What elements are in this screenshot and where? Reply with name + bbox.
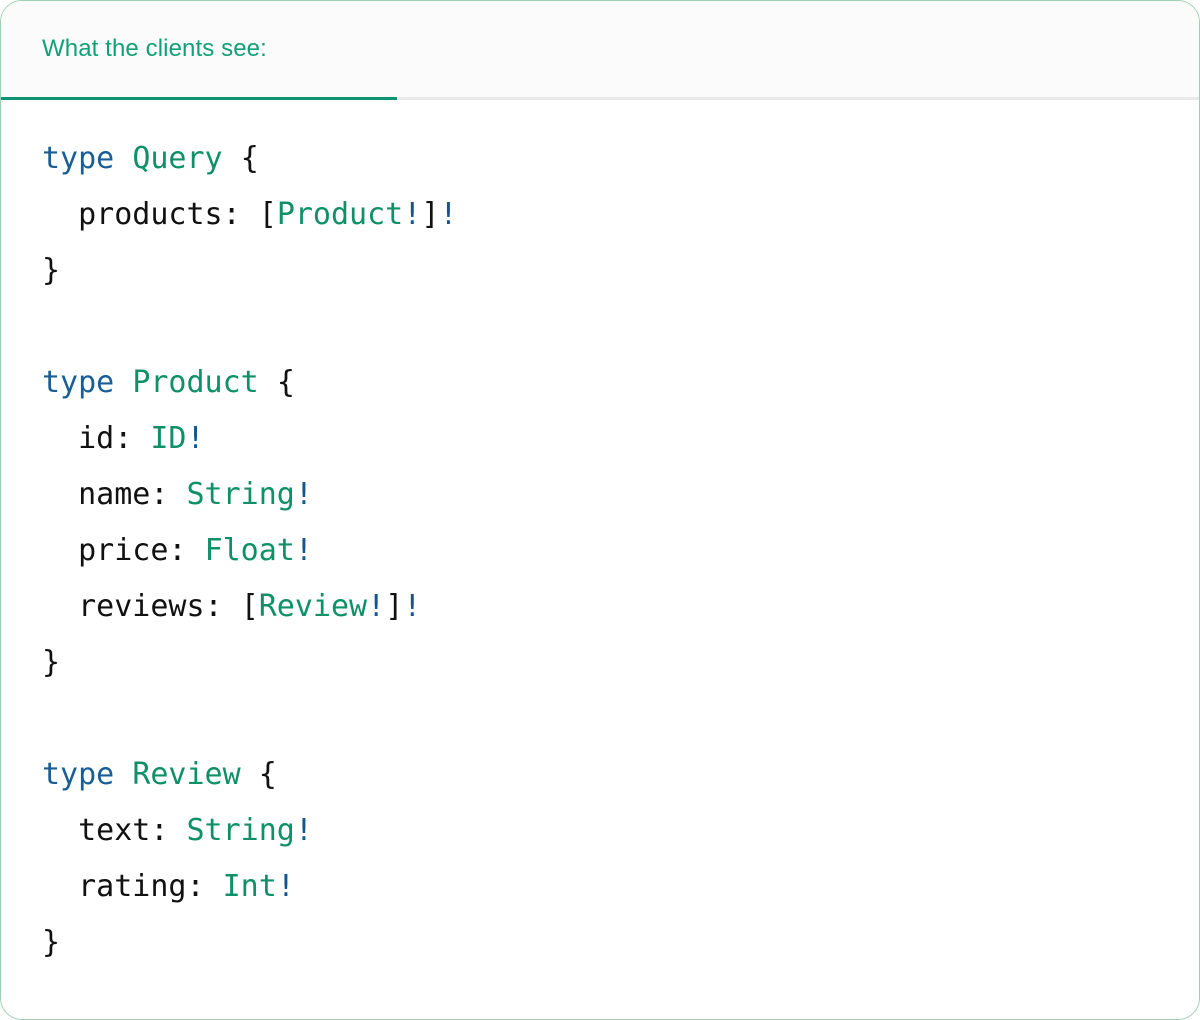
code-token-punct: }: [42, 645, 61, 680]
code-line: type Query {: [42, 131, 1199, 187]
code-token-punct: }: [42, 253, 61, 288]
code-token-punct: [: [258, 197, 277, 232]
code-token-field: price:: [78, 533, 187, 568]
code-token-punct: [223, 589, 241, 624]
code-token-bang: !: [294, 533, 313, 568]
code-token-punct: [42, 197, 78, 232]
code-token-punct: ]: [421, 197, 440, 232]
code-token-field: name:: [78, 477, 169, 512]
code-token-punct: [42, 813, 78, 848]
code-token-punct: [223, 141, 241, 176]
tab-bar: What the clients see:: [1, 1, 1199, 100]
code-token-punct: }: [42, 925, 61, 960]
code-token-field: reviews:: [78, 589, 223, 624]
code-token-type: Review: [258, 589, 368, 624]
code-lines: type Query { products: [Product!]! } typ…: [42, 131, 1199, 971]
code-token-type: ID: [150, 421, 187, 456]
code-token-punct: [42, 477, 78, 512]
code-line: reviews: [Review!]!: [42, 579, 1199, 635]
code-token-punct: {: [276, 365, 295, 400]
code-token-type: Product: [132, 365, 259, 400]
code-token-type: Float: [204, 533, 295, 568]
code-token-type: Int: [222, 869, 277, 904]
code-token-bang: !: [367, 589, 386, 624]
code-token-punct: [205, 869, 223, 904]
code-token-punct: [42, 589, 78, 624]
code-token-kw: type: [42, 757, 115, 792]
code-token-bang: !: [276, 869, 295, 904]
code-token-punct: [114, 141, 132, 176]
tab-what-the-clients-see[interactable]: What the clients see:: [1, 1, 397, 100]
code-token-type: String: [186, 477, 295, 512]
code-token-kw: type: [42, 141, 115, 176]
tab-label: What the clients see:: [42, 35, 267, 62]
code-line: products: [Product!]!: [42, 187, 1199, 243]
code-line: name: String!: [42, 467, 1199, 523]
code-token-punct: [: [240, 589, 259, 624]
code-token-punct: [241, 197, 259, 232]
code-line: rating: Int!: [42, 859, 1199, 915]
code-line: }: [42, 635, 1199, 691]
code-line: }: [42, 915, 1199, 971]
code-line: price: Float!: [42, 523, 1199, 579]
code-token-punct: [259, 365, 277, 400]
code-token-field: id:: [78, 421, 133, 456]
code-line: [42, 691, 1199, 747]
code-token-bang: !: [294, 813, 313, 848]
code-token-punct: [168, 813, 186, 848]
code-line: id: ID!: [42, 411, 1199, 467]
code-token-punct: [187, 533, 205, 568]
code-token-field: products:: [78, 197, 241, 232]
code-token-punct: [241, 757, 259, 792]
code-line: text: String!: [42, 803, 1199, 859]
code-token-punct: [42, 869, 78, 904]
code-token-bang: !: [403, 589, 422, 624]
code-token-type: Product: [276, 197, 404, 232]
graphql-schema-code: type Query { products: [Product!]! } typ…: [1, 131, 1199, 971]
code-token-bang: !: [294, 477, 313, 512]
code-viewer[interactable]: type Query { products: [Product!]! } typ…: [1, 100, 1199, 1019]
code-token-punct: [114, 757, 132, 792]
code-token-punct: [42, 533, 78, 568]
code-line: }: [42, 243, 1199, 299]
code-token-bang: !: [403, 197, 422, 232]
code-line: type Review {: [42, 747, 1199, 803]
code-token-punct: [168, 477, 186, 512]
code-token-punct: [132, 421, 150, 456]
code-line: [42, 299, 1199, 355]
code-token-type: Review: [132, 757, 241, 792]
code-token-punct: ]: [385, 589, 404, 624]
code-token-punct: {: [240, 141, 259, 176]
code-token-bang: !: [186, 421, 205, 456]
code-token-bang: !: [439, 197, 458, 232]
code-token-punct: [42, 421, 78, 456]
code-token-punct: [114, 365, 132, 400]
code-line: type Product {: [42, 355, 1199, 411]
code-token-type: String: [186, 813, 295, 848]
code-token-type: Query: [132, 141, 223, 176]
code-token-kw: type: [42, 365, 115, 400]
code-token-punct: {: [258, 757, 277, 792]
code-token-field: rating:: [78, 869, 205, 904]
code-token-field: text:: [78, 813, 169, 848]
